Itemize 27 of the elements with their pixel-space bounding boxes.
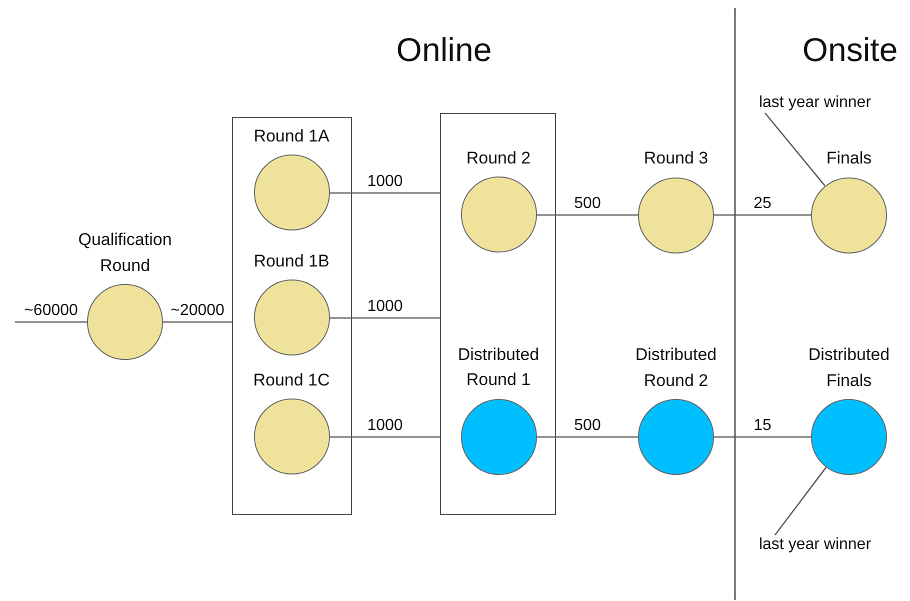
connector-line <box>537 214 638 216</box>
connector-line <box>714 436 811 438</box>
connector-line <box>537 436 638 438</box>
connector-line <box>163 321 232 323</box>
connector-line <box>15 321 87 323</box>
connector-line <box>764 112 826 186</box>
connector-line <box>330 192 440 194</box>
connector-line <box>330 317 440 319</box>
round-label: Distributed Finals <box>807 344 891 392</box>
connector-line <box>714 214 811 216</box>
connector-line <box>774 466 827 536</box>
note-text: last year winner <box>758 535 872 555</box>
round-label: Distributed Round 1 <box>456 344 540 391</box>
note-text: last year winner <box>758 93 872 113</box>
round-label: Qualification Round <box>77 229 173 276</box>
section-heading: Online <box>396 31 492 69</box>
connector-line <box>330 436 440 438</box>
round-label: Round 2 <box>466 147 531 169</box>
round-label: Distributed Round 2 <box>634 344 718 392</box>
group-frame <box>440 113 556 515</box>
round-label: Round 1C <box>253 369 330 391</box>
group-frame <box>232 117 352 515</box>
round-label: Round 3 <box>644 148 708 170</box>
round-label: Round 1B <box>254 250 330 272</box>
section-heading: Onsite <box>802 31 898 69</box>
round-label: Round 1A <box>254 125 330 147</box>
round-label: Finals <box>826 148 872 170</box>
